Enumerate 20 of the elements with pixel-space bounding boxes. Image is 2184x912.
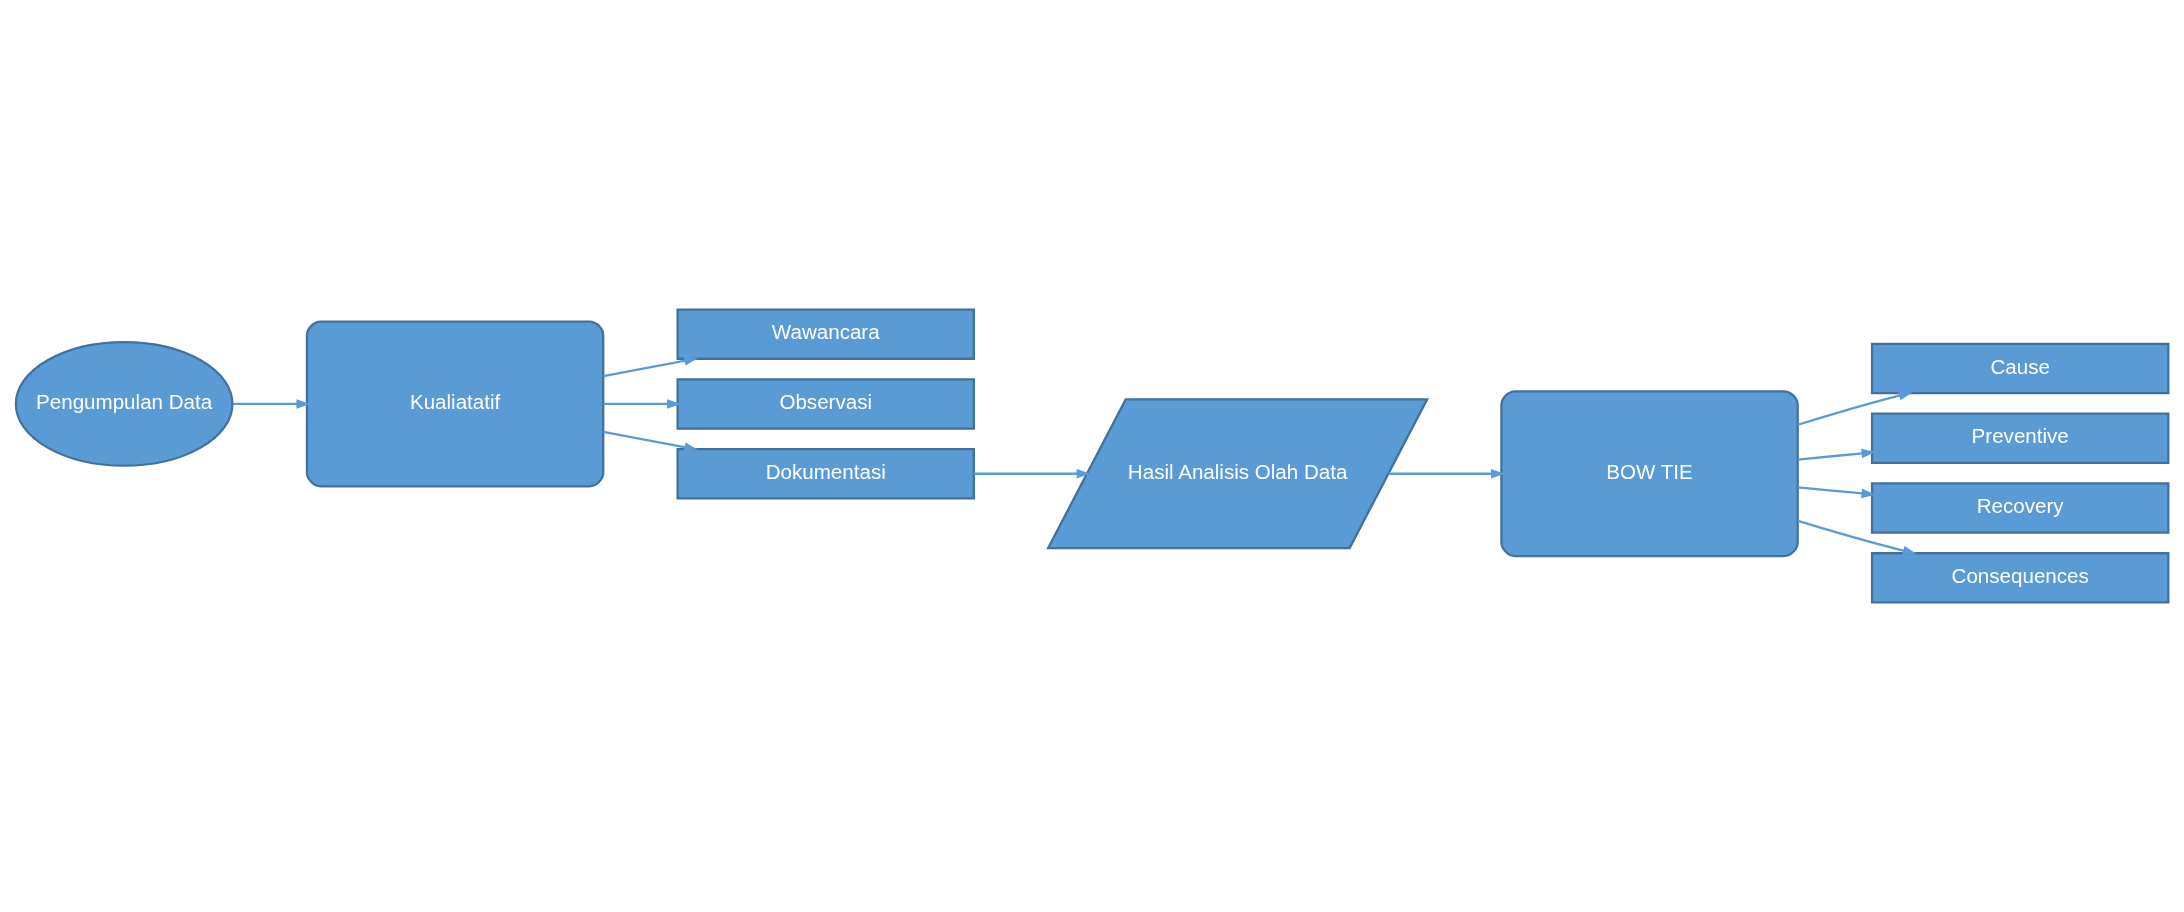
arrow xyxy=(1797,519,1917,556)
arrow xyxy=(603,399,681,409)
node-box: Recovery xyxy=(1870,482,2170,534)
node-box: Cause xyxy=(1870,342,2170,395)
arrow xyxy=(1797,486,1876,499)
node-box: Preventive xyxy=(1870,412,2170,464)
node-ellipse: Pengumpulan Data xyxy=(14,341,234,467)
arrow xyxy=(1388,468,1505,479)
arrow xyxy=(1797,390,1913,426)
node-box: Observasi xyxy=(676,378,976,430)
arrow xyxy=(603,430,699,452)
arrow xyxy=(603,355,699,378)
node-box: BOW TIE xyxy=(1500,390,1799,558)
node-box: Consequences xyxy=(1870,552,2170,604)
node-box: Wawancara xyxy=(676,308,976,360)
arrow xyxy=(973,468,1091,479)
node-box: Dokumentasi xyxy=(676,448,976,500)
node-box: Kualiatatif xyxy=(305,320,605,488)
arrow xyxy=(1797,448,1876,461)
arrow xyxy=(232,399,311,409)
